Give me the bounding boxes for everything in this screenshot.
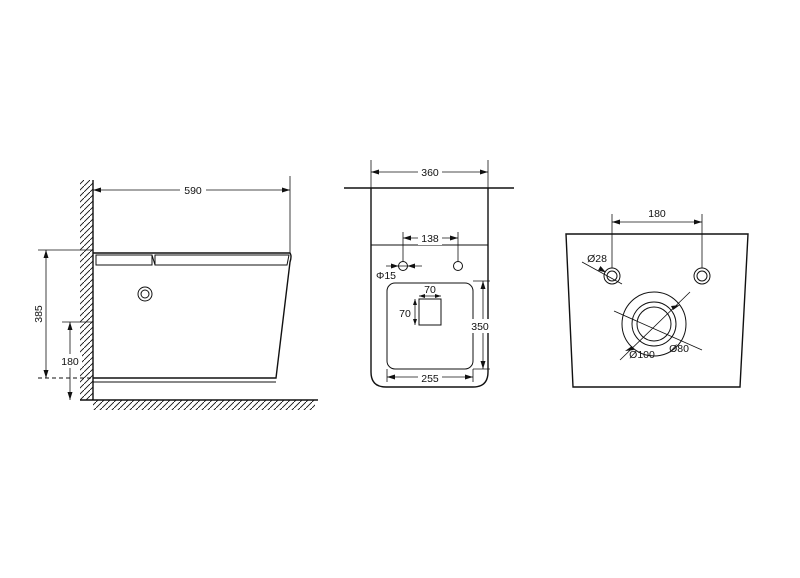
- dim-outlet-leader-1: [613, 310, 703, 351]
- dim-385-arrow-top: [43, 250, 49, 258]
- dim-70w-arrow-right: [435, 294, 441, 298]
- wall-hatching: [80, 180, 93, 400]
- dim-70w-arrow-left: [419, 294, 425, 298]
- dim-138-arrow-left: [403, 235, 411, 241]
- dim-385-arrow-bottom: [43, 370, 49, 378]
- outlet-inner-ring: [636, 306, 672, 342]
- dim-138-label: 138: [421, 233, 439, 245]
- dim-180-text-bg: [58, 354, 82, 368]
- seat-lid: [154, 254, 290, 266]
- dim-350-arrow-bottom: [480, 361, 486, 369]
- dim-255-text-bg: [418, 371, 442, 384]
- seat-cover: [95, 254, 153, 266]
- bolt-left-inner: [606, 270, 618, 282]
- dim-255-arrow-right: [465, 374, 473, 380]
- dim-28-label: Ø28: [587, 253, 607, 265]
- dim-590-arrow-right: [282, 187, 290, 193]
- rear-view: 180 Ø28 Ø100 Ø80: [565, 208, 749, 388]
- dim-590-label: 590: [184, 185, 202, 197]
- dim-r180-arrow-left: [612, 219, 620, 225]
- dim-138-text-bg: [418, 231, 442, 245]
- dim-350-text-bg: [469, 319, 491, 333]
- dim-385-label: 385: [33, 305, 45, 323]
- dim-180-arrow-top: [67, 322, 73, 330]
- dim-80-label: Ø80: [669, 343, 689, 355]
- back-view: 360 138 Φ15 255 350 70: [344, 160, 514, 388]
- dim-360-arrow-right: [480, 169, 488, 175]
- seat-lid-gap: [151, 254, 156, 266]
- dim-360-text-bg: [418, 165, 442, 179]
- dim-180-arrow-bottom: [67, 392, 73, 400]
- dim-15-label: Φ15: [376, 270, 396, 282]
- dim-r180-label: 180: [648, 208, 666, 220]
- inner-window: [418, 298, 442, 326]
- dim-255-label: 255: [421, 373, 439, 385]
- dim-15-arrow-left: [391, 263, 399, 269]
- floor-hatching: [93, 400, 315, 410]
- rear-body-outline: [565, 233, 749, 388]
- inlet-ring-inner: [140, 289, 150, 299]
- dim-350-arrow-top: [480, 281, 486, 289]
- dim-100-arrow: [625, 346, 634, 351]
- dim-28-arrow: [598, 266, 606, 273]
- dim-28-leader: [581, 261, 623, 285]
- dim-255-arrow-left: [387, 374, 395, 380]
- dim-350-label: 350: [471, 321, 489, 333]
- dim-100-label: Ø100: [629, 349, 655, 361]
- pipe-right: [453, 261, 463, 271]
- dim-70h-label: 70: [399, 308, 411, 320]
- dim-138-arrow-right: [450, 235, 458, 241]
- dim-70h-arrow-bottom: [413, 319, 417, 325]
- inlet-ring-outer: [137, 286, 153, 302]
- dim-590-arrow-left: [93, 187, 101, 193]
- bolt-right-outer: [693, 267, 711, 285]
- side-view: 590 385 180: [33, 176, 318, 410]
- dim-360-label: 360: [421, 167, 439, 179]
- back-body-outline: [370, 188, 489, 388]
- dim-80-arrow: [671, 305, 680, 310]
- dim-180-label: 180: [61, 356, 79, 368]
- toilet-body-outline: [93, 252, 292, 379]
- dim-r180-arrow-right: [694, 219, 702, 225]
- outlet-outer-ring: [621, 291, 687, 357]
- dim-360-arrow-left: [371, 169, 379, 175]
- dim-70w-label: 70: [424, 284, 436, 296]
- bolt-right-inner: [696, 270, 708, 282]
- outlet-mid-ring: [631, 301, 677, 347]
- dim-590-text-bg: [180, 183, 206, 197]
- dim-15-arrow-right: [407, 263, 415, 269]
- dim-70h-arrow-top: [413, 299, 417, 305]
